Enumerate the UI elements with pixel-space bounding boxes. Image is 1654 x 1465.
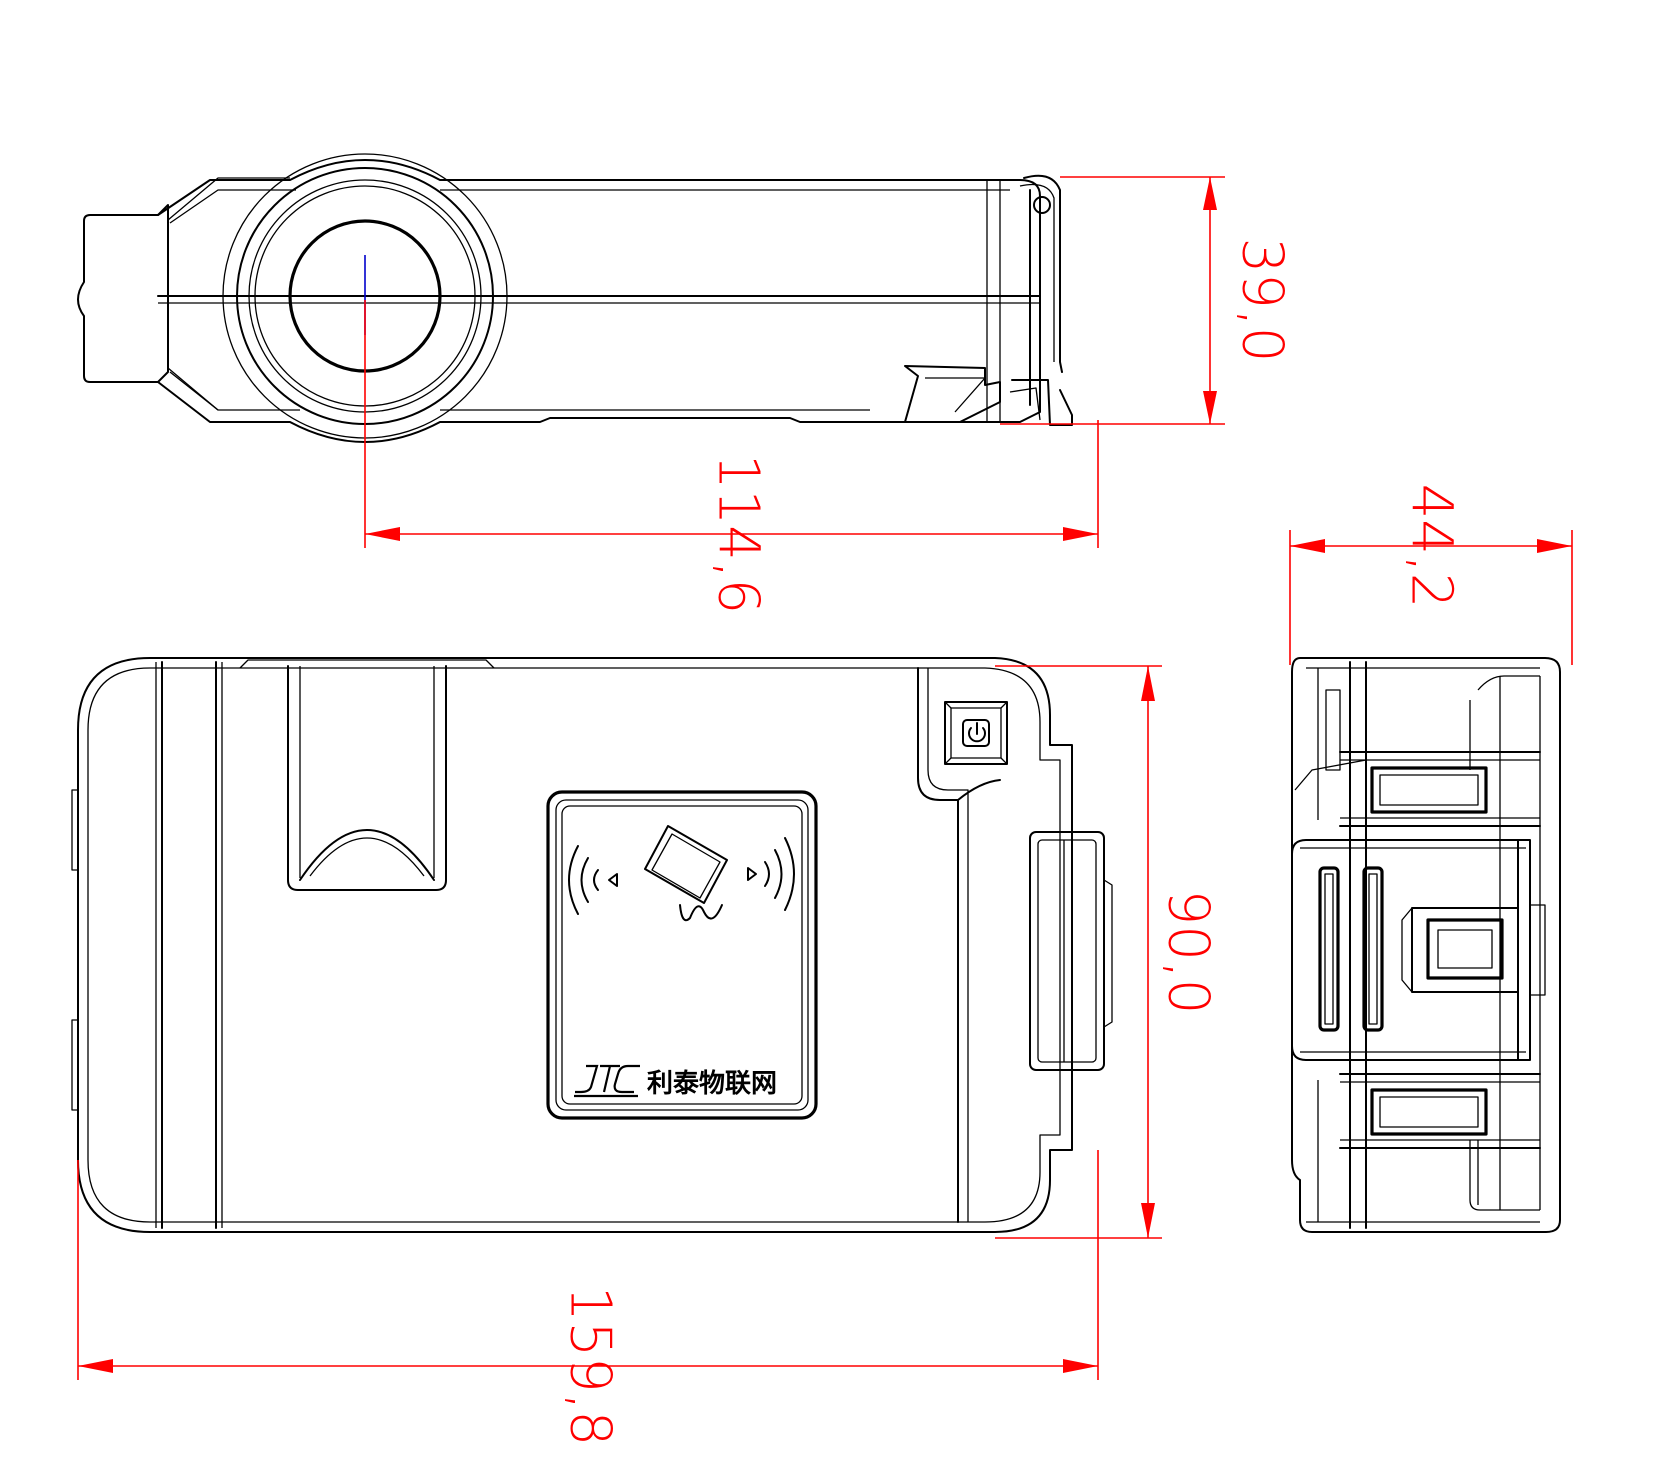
brand-text: 利泰物联网 [647,1069,777,1099]
dim-front-height-value: 90,0 [1156,890,1221,1015]
dimension-front-length: 159,8 [77,1150,1099,1446]
dimension-front-height: 90,0 [995,665,1221,1239]
dimension-end-width: 44,2 [1289,484,1573,665]
dim-front-length-value: 159,8 [558,1286,623,1446]
rfid-card-icon [644,825,728,922]
front-view: 利泰物联网 [71,657,1113,1233]
dim-end-width-value: 44,2 [1399,484,1464,609]
dimension-side-height: 39,0 [1000,176,1295,425]
dim-side-length-value: 114,6 [706,454,771,614]
dimension-side-length: 114,6 [364,300,1099,614]
power-button-icon[interactable] [968,722,986,743]
end-view [1291,657,1561,1233]
side-view [77,153,1073,443]
dim-side-height-value: 39,0 [1230,238,1295,363]
wave-right-icon [747,837,795,911]
JTC-logo [574,1064,640,1098]
wave-left-icon [568,845,618,915]
